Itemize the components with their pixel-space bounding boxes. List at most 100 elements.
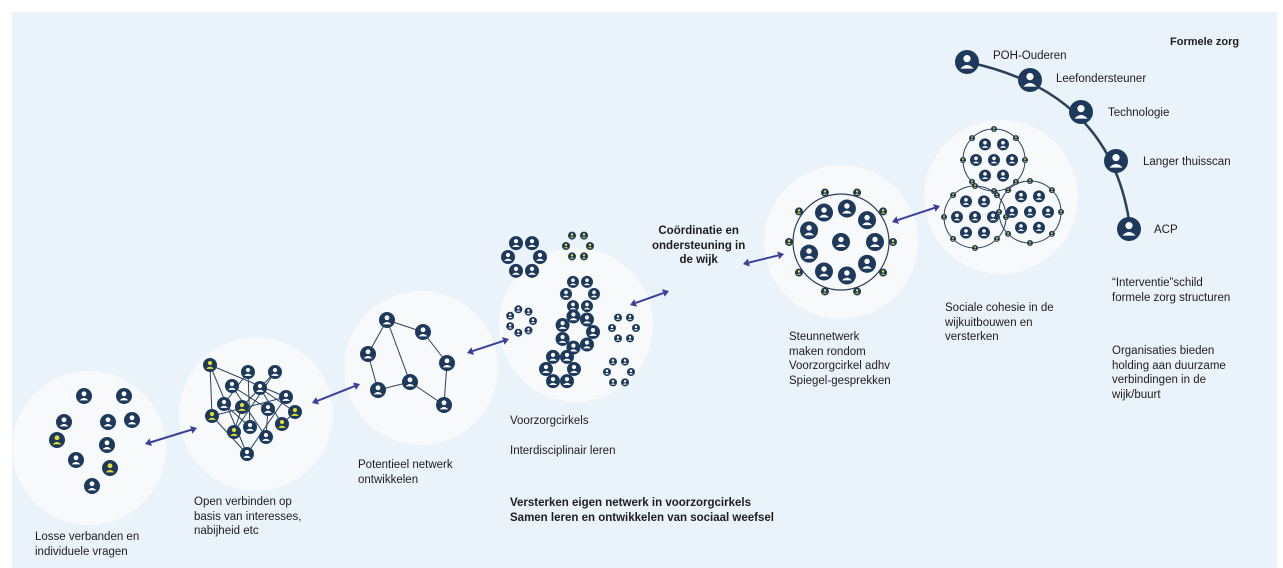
person-icon: [562, 242, 570, 250]
person-icon: [1005, 187, 1012, 194]
person-icon: [116, 388, 132, 404]
person-icon: [288, 405, 302, 419]
person-icon: [546, 349, 560, 364]
formal-care-item-leefondersteuner: Leefondersteuner: [1056, 73, 1147, 85]
person-icon: [993, 235, 1000, 242]
person-icon: [560, 374, 574, 389]
person-icon: [991, 126, 997, 132]
person-icon: [259, 430, 273, 444]
person-icon: [402, 374, 418, 390]
person-icon: [588, 288, 600, 300]
person-icon: [608, 324, 616, 332]
person-icon: [580, 231, 588, 240]
person-icon: [533, 250, 547, 264]
person-icon: [820, 188, 829, 197]
person-icon: [614, 334, 622, 343]
formal-care-item-technologie: Technologie: [1108, 107, 1170, 119]
person-icon: [879, 207, 888, 216]
stage-3-label: Potentieel netwerk ontwikkelen: [358, 459, 453, 486]
double-arrow-icon: [630, 289, 669, 307]
person-icon: [205, 409, 219, 423]
person-icon: [546, 374, 560, 389]
person-icon: [268, 365, 282, 379]
connection-line: [231, 385, 269, 410]
person-icon: [579, 312, 594, 327]
stage-3-circle: [344, 291, 498, 445]
person-icon: [1058, 209, 1064, 215]
double-arrow-icon: [892, 204, 940, 224]
diagram-canvas: Losse verbanden en individuele vragen Op…: [12, 12, 1277, 568]
person-icon: [614, 313, 622, 322]
formal-care-item-acp: ACP: [1154, 224, 1178, 236]
person-icon: [978, 226, 990, 239]
double-arrow-icon: [312, 382, 360, 405]
person-icon: [1048, 230, 1055, 237]
person-icon: [785, 238, 793, 246]
connection-line: [209, 364, 213, 417]
person-icon: [993, 192, 1000, 199]
person-icon: [524, 307, 533, 316]
double-arrow-icon: [467, 337, 509, 355]
person-icon: [1024, 206, 1036, 218]
person-icon: [279, 390, 293, 404]
person-icon: [626, 334, 634, 343]
stage-4b-label: Interdisciplinair leren: [510, 445, 616, 457]
person-icon: [524, 326, 533, 335]
person-icon: [820, 287, 829, 296]
person-icon: [225, 379, 239, 393]
person-icon: [997, 169, 1009, 182]
person-icon: [621, 357, 629, 366]
person-icon: [275, 417, 289, 431]
person-icon: [837, 199, 856, 218]
person-icon: [979, 169, 991, 182]
person-icon: [970, 154, 982, 166]
person-icon: [621, 378, 629, 387]
person-icon: [1042, 206, 1054, 218]
person-icon: [568, 231, 576, 240]
person-icon: [1015, 221, 1027, 234]
person-icon: [1104, 149, 1128, 173]
person-icon: [997, 138, 1009, 151]
person-icon: [1006, 206, 1018, 218]
person-icon: [436, 397, 452, 413]
connection-line: [211, 396, 287, 417]
person-icon: [996, 209, 1002, 215]
double-arrow-icon: [145, 425, 197, 447]
person-icon: [360, 346, 376, 362]
person-icon: [379, 312, 395, 328]
person-icon: [609, 357, 617, 366]
person-icon: [99, 437, 115, 453]
person-icon: [235, 400, 249, 414]
person-icon: [509, 236, 523, 251]
person-icon: [124, 412, 140, 428]
person-icon: [1048, 187, 1055, 194]
stage-1-circle: [12, 371, 166, 525]
formal-care-item-langer-thuisscan: Langer thuisscan: [1143, 156, 1231, 168]
person-icon: [853, 188, 862, 197]
person-icon: [261, 402, 275, 416]
person-icon: [525, 236, 539, 251]
person-icon: [800, 221, 819, 240]
person-icon: [84, 478, 100, 494]
person-icon: [987, 211, 999, 223]
person-icon: [415, 324, 431, 340]
person-icon: [506, 322, 515, 331]
person-icon: [950, 235, 957, 242]
person-icon: [567, 300, 579, 313]
person-icon: [560, 288, 572, 300]
person-icon: [580, 252, 588, 261]
person-icon: [815, 203, 833, 222]
person-icon: [539, 362, 553, 376]
stage-5-label: Steunnetwerk maken rondom Voorzorgcirkel…: [789, 331, 891, 387]
person-icon: [509, 263, 523, 278]
person-icon: [1033, 221, 1045, 234]
person-icon: [1015, 190, 1027, 203]
person-icon: [889, 238, 897, 246]
person-icon: [586, 325, 600, 339]
person-icon: [579, 337, 594, 352]
person-icon: [555, 331, 570, 346]
person-icon: [567, 362, 581, 376]
person-icon: [241, 365, 255, 379]
person-icon: [866, 233, 884, 251]
stage-1-label: Losse verbanden en individuele vragen: [35, 531, 140, 558]
